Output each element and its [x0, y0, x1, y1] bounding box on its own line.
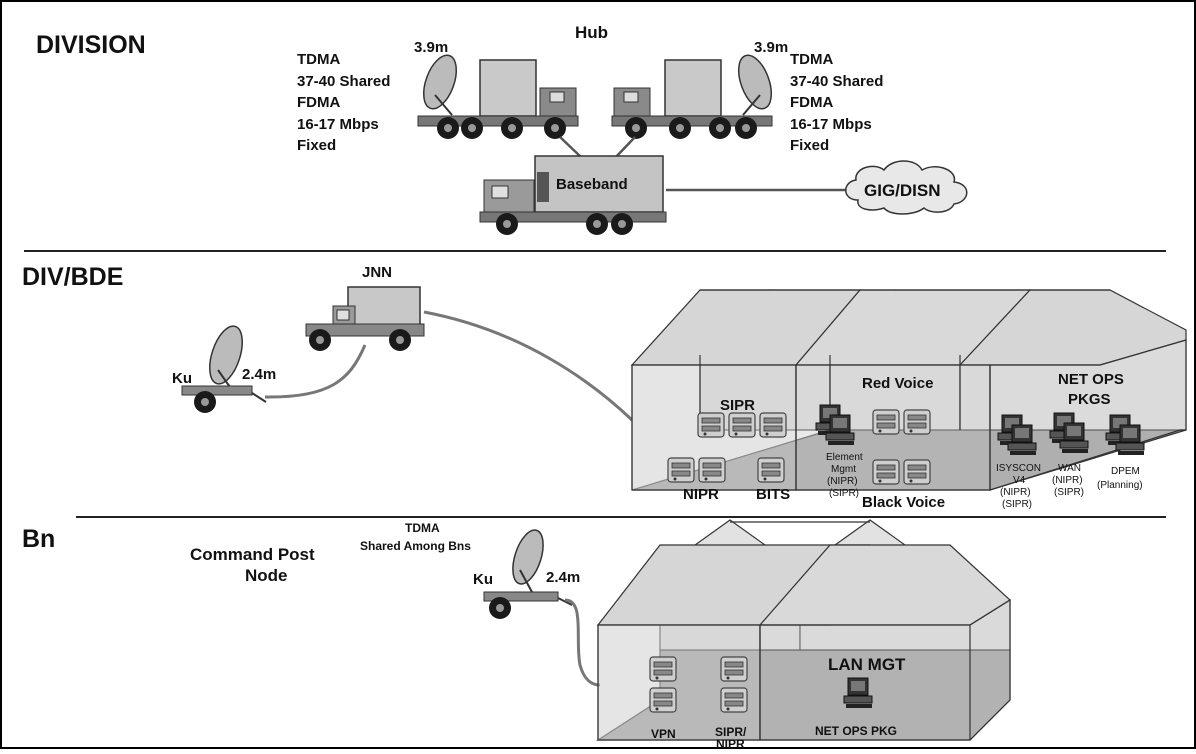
link-bn-trailer-tent: [565, 600, 600, 685]
nipr-label: NIPR: [683, 486, 719, 503]
shared-among-bns-label: Shared Among Bns: [360, 539, 471, 553]
bn-ku-label: Ku: [473, 571, 493, 588]
jnn-vehicle-icon: [306, 287, 424, 351]
label-line: DPEM: [1111, 466, 1140, 477]
link-jnn-tent: [424, 312, 632, 420]
sipr-rack-group-icon: [698, 413, 786, 437]
lan-mgt-label: LAN MGT: [828, 655, 906, 674]
vpn-label: VPN: [651, 727, 676, 741]
label-line: (NIPR): [827, 476, 858, 487]
label-line: WAN: [1058, 463, 1081, 474]
divbde-dish-size: 2.4m: [242, 366, 276, 383]
spec-line: 16-17 Mbps: [297, 116, 379, 133]
right-hub-truck-icon: [612, 51, 778, 139]
spec-line: TDMA: [790, 51, 833, 68]
pkgs-label: PKGS: [1068, 391, 1111, 408]
node-label: Node: [245, 566, 288, 585]
label-line: V4: [1013, 475, 1026, 486]
section-label-divbde: DIV/BDE: [22, 263, 123, 291]
label-line: (SIPR): [829, 488, 859, 499]
dpem-label: DPEM (Planning): [1097, 466, 1143, 491]
label-line: (NIPR): [1000, 487, 1031, 498]
sipr-label: SIPR: [720, 397, 755, 414]
label-line: ISYSCON: [996, 463, 1041, 474]
baseband-truck-icon: [480, 156, 666, 235]
sipr-nipr-label-2: NIPR: [716, 737, 745, 749]
right-dish-size: 3.9m: [754, 39, 788, 56]
right-hub-specs: TDMA 37-40 Shared FDMA 16-17 Mbps Fixed: [790, 51, 883, 154]
label-line: (Planning): [1097, 480, 1143, 491]
net-ops-pkg-label: NET OPS PKG: [815, 724, 897, 738]
section-label-division: DIVISION: [36, 31, 146, 59]
lan-mgt-computer-icon: [844, 678, 872, 708]
left-hub-truck-icon: [417, 51, 578, 139]
net-ops-label: NET OPS: [1058, 371, 1124, 388]
link-left-hub-baseband: [560, 137, 582, 158]
spec-line: FDMA: [297, 94, 340, 111]
spec-line: FDMA: [790, 94, 833, 111]
spec-line: TDMA: [297, 51, 340, 68]
hub-label: Hub: [575, 23, 608, 42]
label-line: (SIPR): [1002, 499, 1032, 510]
spec-line: 37-40 Shared: [790, 73, 883, 90]
link-right-hub-baseband: [615, 137, 635, 158]
red-voice-label: Red Voice: [862, 375, 933, 392]
divbde-ku-label: Ku: [172, 370, 192, 387]
tdma-label: TDMA: [405, 521, 440, 535]
spec-line: Fixed: [790, 137, 829, 154]
bn-dish-size: 2.4m: [546, 569, 580, 586]
element-mgmt-label: Element Mgmt (NIPR) (SIPR): [826, 452, 863, 499]
gig-disn-label: GIG/DISN: [864, 181, 941, 200]
section-label-bn: Bn: [22, 525, 55, 553]
spec-line: 16-17 Mbps: [790, 116, 872, 133]
left-dish-size: 3.9m: [414, 39, 448, 56]
isyscon-label: ISYSCON V4 (NIPR) (SIPR): [996, 463, 1041, 510]
label-line: (SIPR): [1054, 487, 1084, 498]
spec-line: Fixed: [297, 137, 336, 154]
black-voice-label: Black Voice: [862, 494, 945, 511]
label-line: Element: [826, 452, 863, 463]
bits-rack-icon: [758, 458, 784, 482]
left-hub-specs: TDMA 37-40 Shared FDMA 16-17 Mbps Fixed: [297, 51, 390, 154]
jnn-label: JNN: [362, 264, 392, 281]
spec-line: 37-40 Shared: [297, 73, 390, 90]
label-line: Mgmt: [831, 464, 856, 475]
baseband-label: Baseband: [556, 176, 628, 193]
command-post-label: Command Post: [190, 545, 315, 564]
label-line: (NIPR): [1052, 475, 1083, 486]
link-trailer-jnn: [265, 345, 365, 397]
bits-label: BITS: [756, 486, 790, 503]
